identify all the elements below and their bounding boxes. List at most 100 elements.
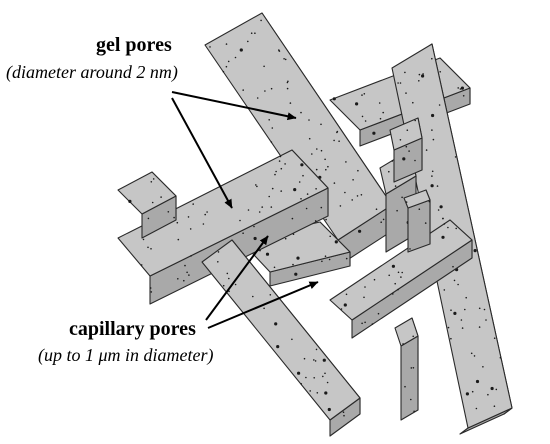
pore-dot: [413, 410, 415, 413]
hydrate-fibres: [117, 12, 513, 437]
pore-dot: [291, 217, 294, 220]
pore-dot: [309, 390, 312, 392]
pore-dot: [363, 296, 365, 299]
pore-dot: [322, 375, 324, 378]
pore-dot: [402, 343, 404, 345]
pore-dot: [436, 185, 439, 187]
pore-dot: [424, 222, 427, 224]
pore-dot: [372, 131, 376, 135]
pore-dot: [490, 386, 494, 391]
pore-dot: [287, 80, 289, 83]
pore-dot: [258, 211, 261, 213]
pore-dot: [284, 237, 287, 240]
pore-dot: [247, 40, 249, 43]
pore-dot: [430, 184, 434, 188]
pore-dot: [239, 219, 241, 222]
pore-dot: [443, 223, 446, 225]
pore-dot: [303, 357, 306, 360]
pore-dot: [457, 87, 460, 89]
pore-dot: [431, 170, 434, 173]
pore-dot: [333, 182, 336, 184]
pore-dot: [300, 163, 304, 167]
pore-dot: [320, 123, 322, 126]
pore-dot: [294, 272, 298, 276]
pore-dot: [222, 284, 225, 287]
pore-dot: [363, 93, 366, 95]
pore-dot: [439, 205, 443, 209]
pore-dot: [128, 199, 132, 203]
pore-dot: [447, 226, 449, 229]
pore-dot: [289, 102, 292, 104]
pore-dot: [329, 235, 332, 238]
pore-dot: [396, 209, 398, 212]
pore-dot: [399, 139, 402, 141]
pore-dot: [421, 74, 425, 78]
pore-dot: [252, 295, 254, 298]
pore-dot: [278, 160, 281, 162]
pore-dot: [222, 70, 225, 73]
pore-dot: [412, 367, 415, 369]
pore-dot: [453, 279, 456, 282]
pore-dot: [275, 170, 277, 173]
pore-dot: [300, 383, 303, 385]
fibre-left-horizontal: [117, 149, 329, 305]
pore-dot: [255, 184, 257, 186]
pore-dot: [404, 385, 406, 388]
capillary-pores-size-note: (up to 1 μm in diameter): [38, 345, 214, 365]
pore-dot: [345, 293, 348, 296]
pore-dot: [357, 169, 359, 172]
pore-dot: [250, 32, 253, 34]
pore-dot: [300, 198, 302, 200]
pore-dot: [461, 327, 464, 329]
pore-dot: [414, 159, 416, 162]
pore-dot: [324, 391, 328, 395]
pore-dot: [270, 87, 273, 90]
pore-dot: [425, 149, 428, 151]
pore-dot: [253, 225, 255, 228]
pore-dot: [327, 407, 331, 412]
pore-dot: [326, 381, 329, 384]
pore-dot: [173, 216, 175, 219]
pore-dot: [234, 283, 237, 286]
gel-pores-label: gel pores: [96, 34, 172, 56]
pore-dot: [313, 359, 315, 361]
pore-dot: [324, 372, 326, 375]
pore-dot: [324, 158, 326, 161]
pore-dot: [315, 168, 318, 171]
pore-dot: [276, 345, 280, 349]
pore-dot: [465, 392, 469, 396]
fibre-right-post-top-top-face: [403, 189, 431, 209]
pore-dot: [388, 170, 390, 173]
pore-dot: [320, 149, 323, 152]
pore-dot: [412, 335, 415, 338]
pore-dot: [263, 65, 265, 68]
pore-dot: [256, 185, 258, 188]
pore-dot: [253, 236, 257, 241]
pore-dot: [364, 120, 367, 122]
pore-dot: [361, 94, 363, 96]
pore-dot: [209, 46, 211, 48]
pore-dot: [261, 206, 264, 208]
pore-dot: [280, 190, 283, 192]
pore-dot: [149, 287, 152, 289]
pore-dot: [495, 388, 498, 391]
pore-dot: [338, 140, 340, 142]
pore-dot: [483, 308, 486, 311]
pore-dot: [242, 232, 244, 234]
pore-dot: [404, 71, 406, 74]
pore-dot: [264, 90, 266, 92]
pore-dot: [460, 86, 464, 90]
pore-dot: [394, 185, 397, 187]
pore-dot: [394, 282, 397, 285]
pore-dot: [225, 43, 228, 45]
pore-dot: [268, 195, 271, 198]
pore-dot: [431, 175, 433, 177]
pore-dot: [314, 220, 317, 222]
pore-dot: [418, 73, 421, 76]
pore-dot: [278, 50, 281, 52]
fibre-center-tall-top-face: [389, 117, 423, 151]
pore-dot: [379, 117, 382, 120]
pore-dot: [475, 407, 478, 410]
pore-dot: [167, 211, 170, 213]
